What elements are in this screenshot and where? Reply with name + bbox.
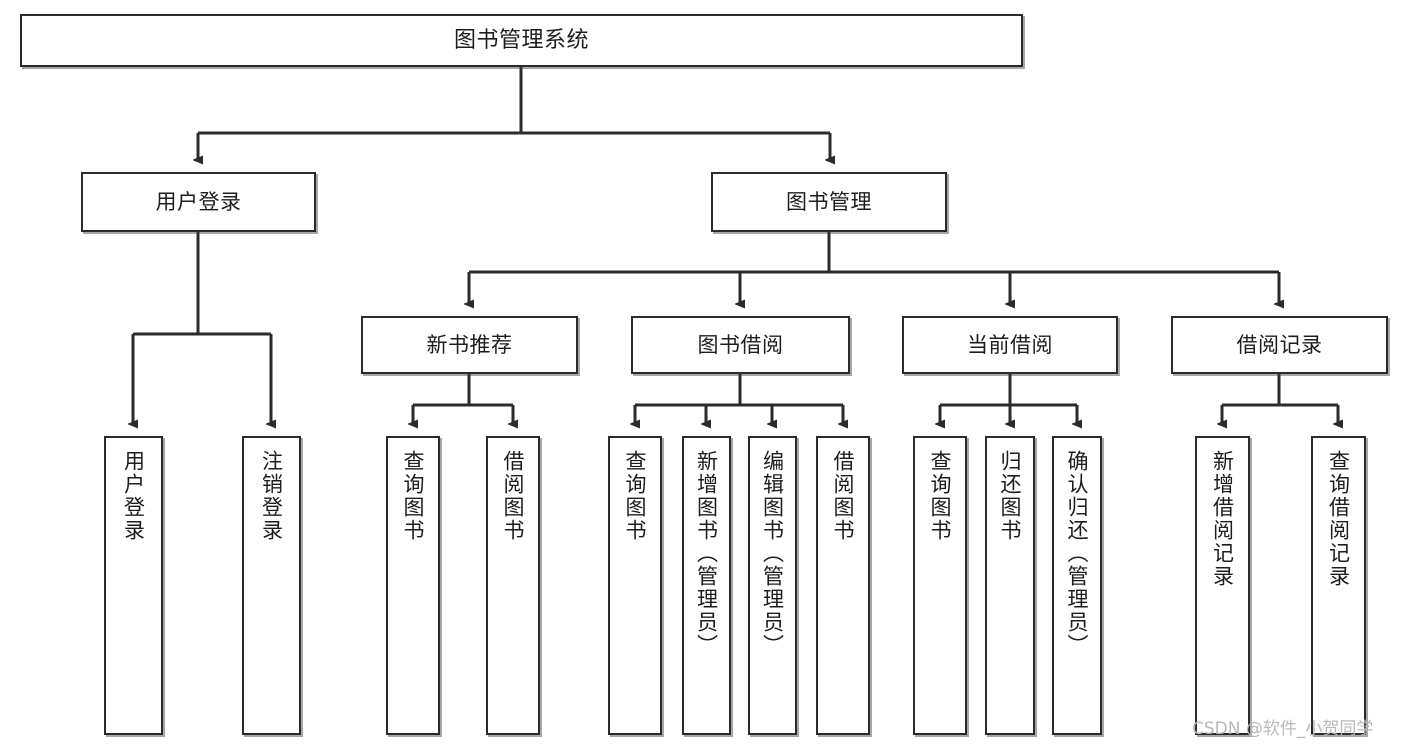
node-borrow-record[interactable]: 借阅记录 [1171,316,1388,374]
leaf-edit-book[interactable]: 编辑图书（管理员） [748,436,797,735]
leaf-query-book-bor[interactable]: 查询图书 [608,436,662,735]
leaf-query-book-rec[interactable]: 查询图书 [386,436,440,735]
leaf-borrow-book-rec[interactable]: 借阅图书 [486,436,540,735]
leaf-logout-login-label: 注销登录 [259,450,284,542]
leaf-add-record[interactable]: 新增借阅记录 [1195,436,1250,735]
leaf-return-book-label: 归还图书 [998,450,1023,542]
leaf-query-book-bor-label: 查询图书 [623,450,648,542]
node-new-book-recommend-label: 新书推荐 [426,332,513,357]
leaf-add-book-label: 新增图书（管理员） [694,450,719,657]
node-user-login[interactable]: 用户登录 [81,172,316,232]
leaf-edit-book-label: 编辑图书（管理员） [760,450,785,657]
node-current-borrow-label: 当前借阅 [967,332,1053,357]
node-root-system[interactable]: 图书管理系统 [20,14,1023,67]
node-root-system-label: 图书管理系统 [453,27,589,53]
leaf-query-record[interactable]: 查询借阅记录 [1311,436,1366,735]
leaf-return-book[interactable]: 归还图书 [985,436,1035,735]
leaf-add-record-label: 新增借阅记录 [1210,450,1235,588]
leaf-query-book-cur-label: 查询图书 [928,450,953,542]
leaf-user-login-label: 用户登录 [121,450,146,542]
watermark: CSDN @软件_小贺同学 [1192,719,1374,739]
node-user-login-label: 用户登录 [155,189,242,214]
node-borrow-record-label: 借阅记录 [1236,332,1323,357]
leaf-query-book-cur[interactable]: 查询图书 [913,436,967,735]
leaf-confirm-return[interactable]: 确认归还（管理员） [1052,436,1102,735]
leaf-query-record-label: 查询借阅记录 [1326,450,1351,588]
node-book-borrow[interactable]: 图书借阅 [631,316,850,374]
node-book-borrow-label: 图书借阅 [697,332,784,357]
leaf-query-book-rec-label: 查询图书 [401,450,426,542]
leaf-add-book[interactable]: 新增图书（管理员） [682,436,731,735]
leaf-logout-login[interactable]: 注销登录 [242,436,301,735]
leaf-borrow-book-bor[interactable]: 借阅图书 [816,436,870,735]
node-current-borrow[interactable]: 当前借阅 [902,316,1118,374]
leaf-user-login[interactable]: 用户登录 [104,436,163,735]
node-book-management[interactable]: 图书管理 [711,172,947,232]
leaf-borrow-book-bor-label: 借阅图书 [831,450,856,542]
node-new-book-recommend[interactable]: 新书推荐 [361,316,578,374]
node-book-management-label: 图书管理 [786,189,872,214]
leaf-borrow-book-rec-label: 借阅图书 [501,450,526,542]
leaf-confirm-return-label: 确认归还（管理员） [1065,450,1090,657]
